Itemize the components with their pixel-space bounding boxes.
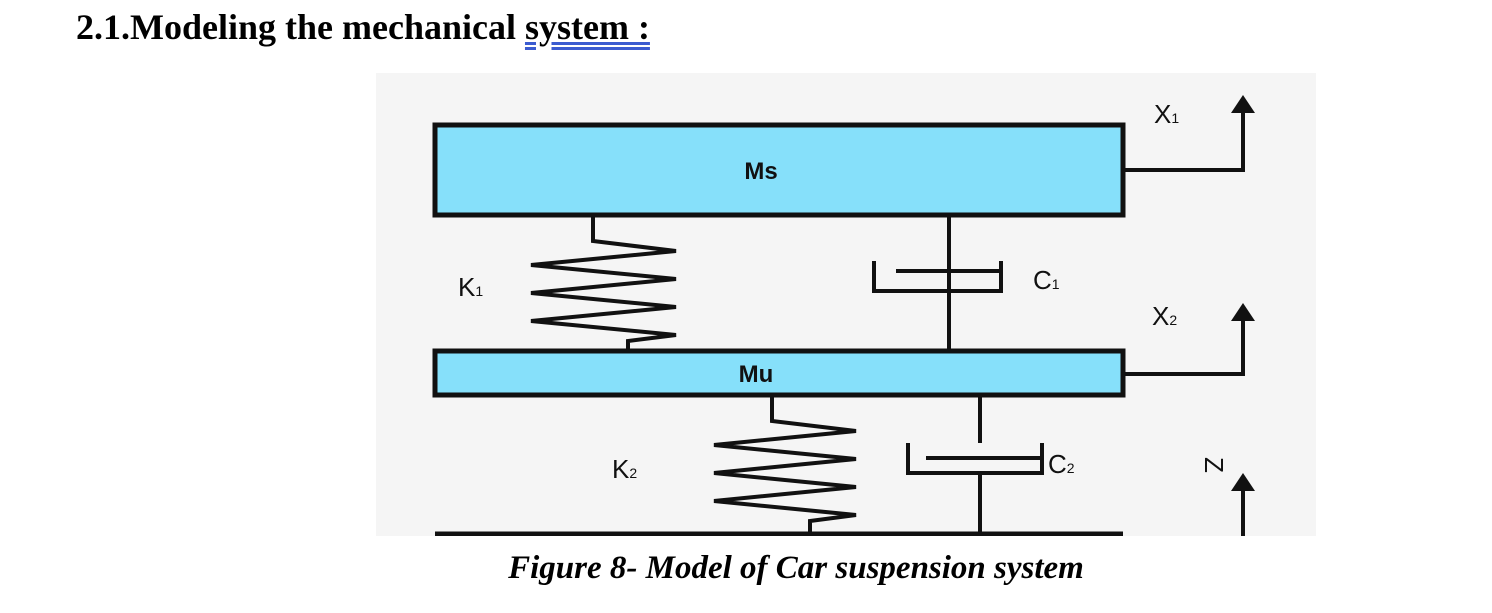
z-displacement-arrow: [1231, 473, 1255, 536]
x2-displacement-arrow: [1123, 303, 1255, 376]
upper-spring-subscript: 1: [475, 283, 483, 299]
sprung-mass-label: Ms: [744, 158, 777, 185]
lower-spring-letter: K: [612, 454, 630, 484]
upper-damper-subscript: 1: [1052, 276, 1060, 292]
lower-spring: [713, 395, 857, 536]
x1-letter: X: [1154, 99, 1171, 129]
lower-spring-label: K2: [612, 454, 637, 484]
lower-spring-subscript: 2: [629, 465, 637, 481]
unsprung-mass-block: [432, 348, 1126, 398]
figure-caption: Figure 8- Model of Car suspension system: [508, 550, 1084, 586]
x2-letter: X: [1152, 301, 1169, 331]
section-title: 2.1.Modeling the mechanical: [76, 7, 525, 47]
upper-spring-letter: K: [458, 272, 476, 302]
upper-spring: [530, 215, 677, 351]
lower-damper-label: C2: [1048, 449, 1075, 479]
section-heading: 2.1.Modeling the mechanical system :: [76, 4, 650, 50]
x1-displacement-arrow: [1123, 95, 1255, 172]
x2-subscript: 2: [1169, 312, 1177, 328]
suspension-diagram: Ms Mu K1 C1 K2 C2: [376, 73, 1316, 536]
x1-label: X1: [1154, 99, 1179, 129]
section-title-underlined-word: system :: [524, 7, 650, 47]
unsprung-mass-label: Mu: [739, 361, 774, 388]
lower-damper-subscript: 2: [1067, 460, 1075, 476]
sprung-mass-block: [432, 122, 1126, 218]
upper-damper-label: C1: [1033, 265, 1060, 295]
x1-subscript: 1: [1171, 110, 1179, 126]
lower-damper-letter: C: [1048, 449, 1067, 479]
x2-label: X2: [1152, 301, 1177, 331]
suspension-diagram-svg: Ms Mu K1 C1 K2 C2: [432, 95, 1255, 536]
upper-damper: [872, 215, 1003, 351]
upper-spring-label: K1: [458, 272, 483, 302]
lower-damper: [906, 395, 1044, 536]
z-label: Z: [1199, 457, 1229, 473]
upper-damper-letter: C: [1033, 265, 1052, 295]
